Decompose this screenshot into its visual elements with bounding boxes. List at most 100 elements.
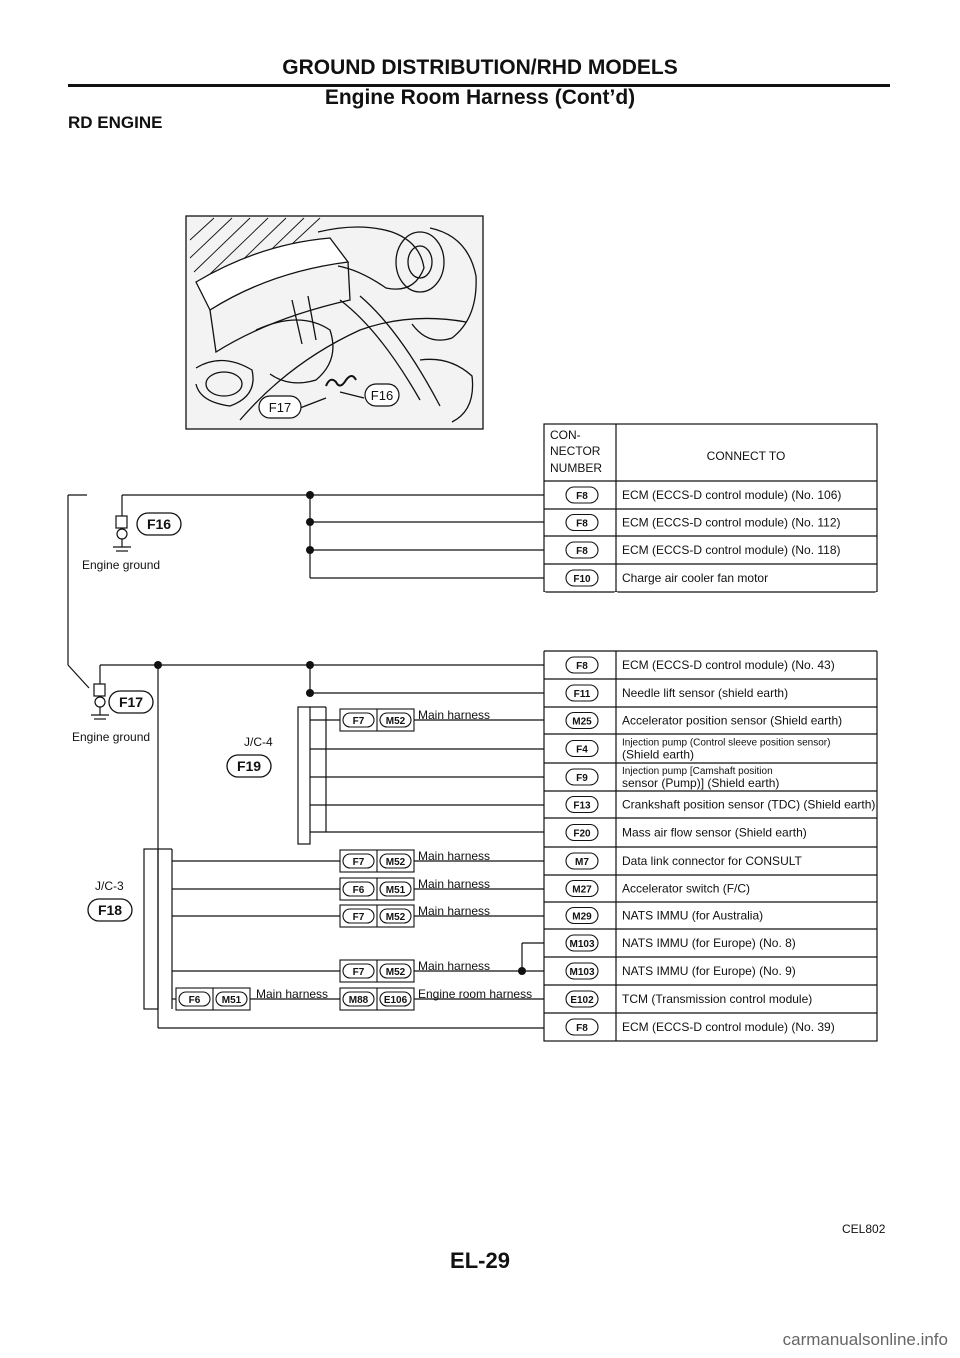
svg-text:M52: M52 — [386, 857, 406, 868]
connector-badge: M103 — [565, 934, 599, 952]
harness-label: Engine room harness — [418, 987, 532, 1001]
svg-text:F10: F10 — [573, 574, 591, 585]
connector-badge: M51 — [215, 991, 248, 1007]
harness-label: Main harness — [418, 877, 490, 891]
table-header-connect-to: CONNECT TO — [707, 449, 786, 463]
svg-text:NUMBER: NUMBER — [550, 461, 602, 475]
connector-badge: M52 — [379, 853, 412, 869]
row-description-line2: sensor (Pump)] (Shield earth) — [622, 776, 779, 790]
ground-symbol-f16 — [113, 515, 131, 552]
connector-badge: M29 — [565, 906, 599, 925]
photo-callout-f17: F17 — [258, 395, 302, 419]
svg-text:F4: F4 — [576, 745, 588, 756]
connector-badge: F8 — [565, 541, 599, 559]
junction-badge-f19: F19 — [226, 754, 272, 778]
connector-badge: F4 — [565, 739, 599, 758]
connector-badge: F7 — [342, 853, 375, 869]
row-description: Mass air flow sensor (Shield earth) — [622, 826, 807, 840]
row-description: ECM (ECCS-D control module) (No. 43) — [622, 658, 835, 672]
svg-text:E102: E102 — [570, 995, 594, 1006]
page-header-title: GROUND DISTRIBUTION/RHD MODELS — [282, 56, 678, 79]
connector-badge: M27 — [565, 879, 599, 898]
row-description-line1: Injection pump (Control sleeve position … — [622, 738, 830, 749]
svg-text:F8: F8 — [576, 661, 588, 672]
watermark: carmanualsonline.info — [782, 1330, 948, 1349]
table-row: M103 NATS IMMU (for Europe) (No. 9) — [565, 962, 796, 980]
svg-text:NECTOR: NECTOR — [550, 444, 601, 458]
connector-badge: F6 — [178, 991, 211, 1007]
junction-label-jc4: J/C-4 — [244, 735, 273, 749]
svg-text:M52: M52 — [386, 716, 406, 727]
svg-text:M7: M7 — [575, 857, 589, 868]
svg-text:F13: F13 — [573, 801, 591, 812]
connector-badge: F8 — [565, 486, 599, 504]
row-description: ECM (ECCS-D control module) (No. 39) — [622, 1020, 835, 1034]
row-description: ECM (ECCS-D control module) (No. 118) — [622, 543, 841, 557]
svg-text:F19: F19 — [237, 758, 261, 774]
table-row: M27 Accelerator switch (F/C) — [565, 879, 750, 898]
svg-text:F7: F7 — [353, 912, 365, 923]
row-description-line2: (Shield earth) — [622, 748, 694, 762]
row-description: ECM (ECCS-D control module) (No. 112) — [622, 516, 841, 530]
ground-symbol-f17 — [91, 683, 109, 720]
harness-label: Main harness — [418, 959, 490, 973]
svg-text:M27: M27 — [572, 885, 592, 896]
connector-badge: F7 — [342, 908, 375, 924]
table-header-connector: CON- NECTOR NUMBER — [550, 428, 602, 475]
ground-label-f17: Engine ground — [72, 730, 150, 744]
connector-badge: F13 — [565, 795, 599, 814]
wires-f17 — [99, 664, 544, 1029]
connector-badge: F8 — [565, 513, 599, 532]
connector-badge: M52 — [379, 712, 412, 728]
connector-badge: M88 — [342, 991, 375, 1007]
row-description: NATS IMMU (for Europe) (No. 9) — [622, 964, 796, 978]
svg-text:F7: F7 — [353, 967, 365, 978]
ground-badge-f16: F16 — [136, 512, 182, 536]
svg-text:M25: M25 — [572, 717, 592, 728]
svg-text:F18: F18 — [98, 902, 122, 918]
svg-text:M103: M103 — [569, 967, 594, 978]
connector-badge: F10 — [565, 569, 599, 587]
svg-text:F16: F16 — [371, 388, 393, 403]
connector-badge: E102 — [565, 990, 599, 1008]
junction-label-jc3: J/C-3 — [95, 879, 124, 893]
table-row: F20 Mass air flow sensor (Shield earth) — [565, 823, 807, 842]
photo-callout-f16: F16 — [364, 383, 400, 407]
connector-badge: E106 — [379, 991, 412, 1007]
svg-text:E106: E106 — [384, 995, 408, 1006]
svg-text:F8: F8 — [576, 519, 588, 530]
svg-text:CON-: CON- — [550, 428, 581, 442]
svg-text:F6: F6 — [189, 995, 201, 1006]
table-row: F8 ECM (ECCS-D control module) (No. 118) — [565, 541, 841, 559]
dots-f16 — [306, 491, 314, 554]
connector-badge: F7 — [342, 712, 375, 728]
svg-text:F8: F8 — [576, 546, 588, 557]
table-row: F8 ECM (ECCS-D control module) (No. 112) — [565, 513, 841, 532]
table-row: F4 Injection pump (Control sleeve positio… — [565, 738, 830, 762]
header-rule — [68, 84, 890, 87]
svg-text:F20: F20 — [573, 829, 591, 840]
junction-badge-f18: F18 — [87, 898, 133, 922]
section-title: RD ENGINE — [68, 113, 163, 132]
connector-badge: F8 — [565, 656, 599, 674]
connector-badge: M51 — [379, 881, 412, 897]
ground-label-f16: Engine ground — [82, 558, 160, 572]
table-row: F8 ECM (ECCS-D control module) (No. 43) — [565, 656, 835, 674]
row-description-line1: Injection pump [Camshaft position — [622, 766, 773, 777]
table-row: M29 NATS IMMU (for Australia) — [565, 906, 763, 925]
dots-f17 — [154, 661, 526, 975]
row-description: NATS IMMU (for Australia) — [622, 909, 763, 923]
row-description: Accelerator switch (F/C) — [622, 882, 750, 896]
